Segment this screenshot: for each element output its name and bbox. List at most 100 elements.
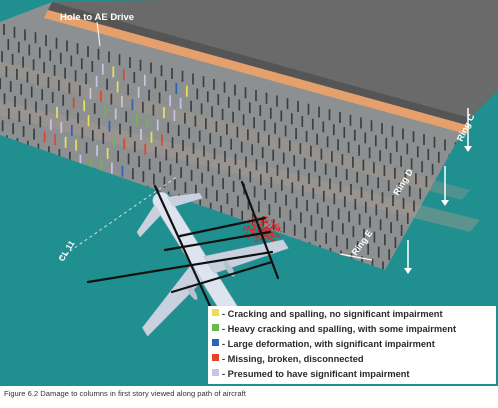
debris-dot — [277, 228, 279, 230]
debris-dot — [271, 240, 273, 242]
debris-dot — [243, 225, 246, 227]
legend-item-presumed: - Presumed to have significant impairmen… — [212, 369, 410, 383]
legend-item-cracking: - Cracking and spalling, no significant … — [212, 309, 443, 323]
debris-dot — [272, 224, 274, 226]
debris-dot — [262, 225, 265, 227]
debris-dot — [260, 223, 262, 226]
wall-edge — [48, 2, 470, 126]
debris-dot — [256, 240, 258, 242]
ring-markers — [339, 108, 472, 274]
debris-dot — [254, 223, 256, 225]
debris-dot — [273, 230, 276, 233]
debris-dot — [247, 237, 249, 239]
debris-dot — [270, 234, 272, 236]
debris-dot — [268, 238, 270, 240]
debris-dot — [268, 224, 270, 226]
debris-dot — [259, 235, 261, 237]
debris-dot — [260, 221, 262, 223]
debris-dot — [272, 221, 274, 223]
debris-dot — [259, 222, 261, 224]
debris-dot — [248, 225, 250, 227]
debris-dot — [261, 240, 263, 243]
debris-dot — [265, 234, 267, 236]
figure-caption: Figure 6.2 Damage to columns in first st… — [4, 389, 246, 398]
debris-dot — [274, 233, 276, 235]
debris-dot — [278, 235, 280, 238]
debris-dot — [265, 216, 268, 218]
debris-dot — [265, 235, 268, 238]
debris-dot — [271, 221, 273, 224]
debris-dot — [268, 229, 270, 231]
debris-dot — [271, 225, 273, 228]
debris-dot — [254, 237, 256, 239]
swatch-blue — [212, 339, 219, 346]
debris-dot — [263, 222, 266, 224]
debris-dot — [253, 232, 256, 234]
debris-dot — [247, 225, 249, 227]
debris-dot — [262, 220, 264, 222]
debris-dot — [280, 231, 282, 233]
debris-dot — [271, 235, 273, 237]
debris-dot — [242, 229, 245, 231]
legend: - Cracking and spalling, no significant … — [208, 306, 496, 384]
debris-dot — [265, 221, 267, 224]
outer-wall — [52, 0, 498, 118]
impact-lines — [86, 180, 280, 308]
debris-dot — [265, 240, 267, 242]
debris-dot — [246, 229, 249, 231]
debris-dot — [256, 238, 258, 240]
debris-dot — [274, 225, 276, 227]
debris-dot — [254, 221, 256, 223]
debris-dot — [276, 227, 278, 229]
debris-dot — [270, 237, 273, 239]
debris-dot — [250, 232, 253, 234]
swatch-yellow — [212, 309, 219, 316]
floor-slab — [0, 2, 470, 270]
debris-dot — [250, 229, 252, 231]
debris-dot — [272, 231, 274, 234]
debris-dot — [278, 228, 281, 231]
debris-dot — [266, 221, 268, 223]
debris-dot — [260, 238, 263, 241]
debris-dot — [268, 227, 270, 230]
debris-dot — [270, 227, 272, 229]
debris-dot — [264, 229, 266, 231]
debris-dot — [259, 224, 261, 226]
debris-dot — [265, 220, 267, 222]
swatch-green — [212, 324, 219, 331]
debris-dot — [257, 236, 259, 238]
debris-dot — [275, 229, 277, 231]
debris-dot — [275, 224, 278, 226]
debris-dot — [252, 224, 254, 227]
debris-dot — [254, 228, 256, 230]
debris-dot — [273, 239, 275, 242]
debris-dot — [265, 229, 267, 231]
debris-dot — [243, 228, 245, 230]
debris-dot — [253, 226, 255, 228]
debris-dot — [248, 227, 251, 229]
debris-dot — [255, 236, 258, 239]
debris-dot — [259, 238, 261, 240]
debris-dot — [255, 241, 257, 243]
debris-dot — [251, 223, 253, 225]
debris-dot — [244, 233, 246, 235]
debris-dot — [257, 228, 259, 230]
debris-dot — [246, 232, 248, 234]
debris-dot — [262, 229, 264, 231]
legend-item-missing: - Missing, broken, disconnected — [212, 354, 364, 368]
debris-dot — [252, 231, 254, 234]
debris-dot — [252, 217, 254, 220]
debris-dot — [274, 235, 276, 237]
legend-item-heavy-cracking: - Heavy cracking and spalling, with some… — [212, 324, 456, 338]
debris-dot — [274, 226, 276, 228]
debris-dot — [254, 229, 256, 231]
debris-dot — [266, 226, 268, 228]
debris-dot — [263, 235, 266, 237]
debris-dot — [270, 219, 273, 222]
debris-dot — [271, 232, 273, 234]
debris-dot — [265, 219, 267, 221]
debris-dot — [271, 227, 273, 229]
debris-dot — [277, 230, 279, 232]
